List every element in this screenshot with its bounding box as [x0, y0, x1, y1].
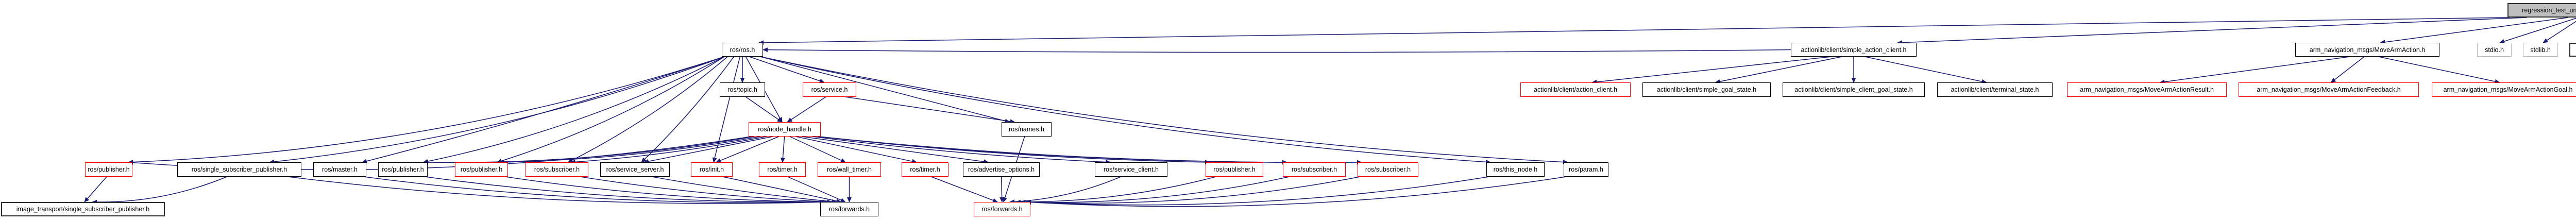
- edge-root-to-stdio: [2499, 18, 2576, 44]
- edge-nh-to-sc: [812, 136, 1111, 165]
- edge-rosros-to-service: [749, 56, 825, 83]
- edge-param-to-fwd2: [1026, 176, 1567, 207]
- edge-rosros-to-pub2: [422, 56, 725, 164]
- edge-nh-to-sub2: [818, 136, 1287, 165]
- edge-pub2-to-fwd1: [425, 176, 825, 205]
- node-sub3[interactable]: ros/subscriber.h: [1358, 162, 1418, 177]
- node-sgs[interactable]: actionlib/client/simple_goal_state.h: [1642, 82, 1771, 97]
- node-itssp[interactable]: image_transport/single_subscriber_publis…: [1, 202, 165, 216]
- edge-sub2-to-fwd2: [1020, 176, 1290, 205]
- node-param[interactable]: ros/param.h: [1564, 162, 1608, 177]
- node-topic[interactable]: ros/topic.h: [720, 82, 765, 97]
- edge-nh-to-ss: [643, 136, 773, 164]
- edge-service-to-names: [845, 96, 1015, 124]
- node-ss[interactable]: ros/service_server.h: [600, 162, 670, 177]
- node-ac[interactable]: actionlib/client/action_client.h: [1520, 82, 1631, 97]
- edge-sub3-to-fwd2: [1024, 176, 1361, 205]
- node-rosros[interactable]: ros/ros.h: [722, 43, 763, 57]
- node-pub2[interactable]: ros/publisher.h: [378, 162, 428, 177]
- node-init[interactable]: ros/init.h: [691, 162, 733, 177]
- edge-nh-to-wt: [789, 136, 846, 163]
- node-sac[interactable]: actionlib/client/simple_action_client.h: [1791, 43, 1917, 57]
- node-timer1[interactable]: ros/timer.h: [759, 162, 806, 177]
- node-ssp[interactable]: ros/single_subscriber_publisher.h: [177, 162, 301, 177]
- node-pub1[interactable]: ros/publisher.h: [85, 162, 132, 177]
- edge-maa-to-maar: [2159, 56, 2350, 84]
- node-sub1[interactable]: ros/subscriber.h: [526, 162, 588, 177]
- edge-ssp-to-itssp: [92, 176, 227, 205]
- edge-root-to-rosros: [758, 17, 2511, 45]
- node-stdlib[interactable]: stdlib.h: [2523, 43, 2558, 57]
- node-master[interactable]: ros/master.h: [313, 162, 366, 177]
- edge-root-to-sac: [1897, 17, 2527, 45]
- edge-timer2-to-fwd2: [931, 176, 998, 203]
- edge-maa-to-maaf: [2330, 56, 2365, 83]
- edge-rosros-to-names: [760, 56, 1010, 124]
- edge-pub4-to-fwd2: [1015, 176, 1216, 205]
- edge-maa-to-maag: [2378, 56, 2500, 84]
- edge-sub1-to-fwd1: [580, 176, 833, 205]
- node-maa[interactable]: arm_navigation_msgs/MoveArmAction.h: [2295, 43, 2439, 57]
- edge-root-to-stdlib: [2543, 21, 2576, 43]
- edge-rosros-to-pub1: [128, 56, 725, 165]
- edge-topic-to-nh: [745, 96, 783, 123]
- edge-pub3-to-fwd1: [505, 176, 828, 205]
- node-ts[interactable]: actionlib/client/terminal_state.h: [1937, 82, 2053, 97]
- edge-sc-to-fwd2: [1009, 176, 1121, 205]
- node-names[interactable]: ros/names.h: [1002, 122, 1052, 137]
- edge-sac-to-ac: [1591, 56, 1832, 84]
- edge-nh-to-pub2: [423, 136, 754, 165]
- edge-service-to-nh: [787, 96, 826, 123]
- node-ao[interactable]: ros/advertise_options.h: [963, 162, 1040, 177]
- edge-root-to-maa: [2380, 17, 2568, 45]
- node-maaf[interactable]: arm_navigation_msgs/MoveArmActionFeedbac…: [2239, 82, 2419, 97]
- edge-nh-to-pub3: [499, 136, 761, 165]
- edge-tn-to-fwd2: [1026, 176, 1489, 206]
- edge-ss-to-fwd1: [652, 176, 837, 204]
- node-maag[interactable]: arm_navigation_msgs/MoveArmActionGoal.h: [2432, 82, 2576, 97]
- node-root: regression_test_under_table_pose_goal.cp…: [2507, 3, 2576, 18]
- edge-nh-to-pub4: [818, 136, 1210, 165]
- edge-init-to-fwd1: [722, 176, 842, 204]
- edge-rosros-to-ssp: [269, 56, 725, 164]
- edge-sac-to-sgs: [1715, 56, 1842, 84]
- node-scgs[interactable]: actionlib/client/simple_client_goal_stat…: [1783, 82, 1925, 97]
- node-tn[interactable]: ros/this_node.h: [1486, 162, 1545, 177]
- node-wt[interactable]: ros/wall_timer.h: [818, 162, 881, 177]
- edge-rosros-to-tn: [760, 56, 1491, 164]
- node-nh[interactable]: ros/node_handle.h: [749, 122, 821, 137]
- edge-sac-to-rosros: [762, 47, 1791, 53]
- node-sub2[interactable]: ros/subscriber.h: [1283, 162, 1346, 177]
- edge-nh-to-ao: [802, 136, 989, 164]
- node-stdio[interactable]: stdio.h: [2477, 43, 2512, 57]
- node-maar[interactable]: arm_navigation_msgs/MoveArmActionResult.…: [2067, 82, 2227, 97]
- node-fwd2[interactable]: ros/forwards.h: [974, 202, 1030, 216]
- node-service[interactable]: ros/service.h: [803, 82, 856, 97]
- edge-nh-to-timer2: [795, 136, 918, 164]
- edge-master-to-fwd1: [363, 176, 825, 205]
- edge-rosros-to-pub3: [496, 56, 725, 163]
- edge-sac-to-ts: [1865, 56, 1987, 84]
- edge-nh-to-init: [716, 136, 779, 163]
- node-fwd1[interactable]: ros/forwards.h: [820, 202, 878, 216]
- edge-timer1-to-fwd1: [787, 176, 846, 202]
- edge-rosros-to-param: [760, 56, 1568, 165]
- node-pub4[interactable]: ros/publisher.h: [1206, 162, 1263, 177]
- node-timer2[interactable]: ros/timer.h: [902, 162, 948, 177]
- edge-nh-to-sub1: [570, 136, 767, 164]
- edge-rosros-to-init: [712, 56, 740, 163]
- edge-ssp-to-fwd1: [288, 176, 825, 205]
- edge-nh-to-timer1: [780, 136, 785, 163]
- edge-rosros-to-sub1: [567, 56, 728, 163]
- node-pub3[interactable]: ros/publisher.h: [455, 162, 508, 177]
- node-time[interactable]: time.h: [2569, 43, 2576, 57]
- node-sc[interactable]: ros/service_client.h: [1095, 162, 1167, 177]
- edge-pub1-to-itssp: [84, 176, 107, 202]
- edge-nh-to-sub3: [818, 136, 1362, 165]
